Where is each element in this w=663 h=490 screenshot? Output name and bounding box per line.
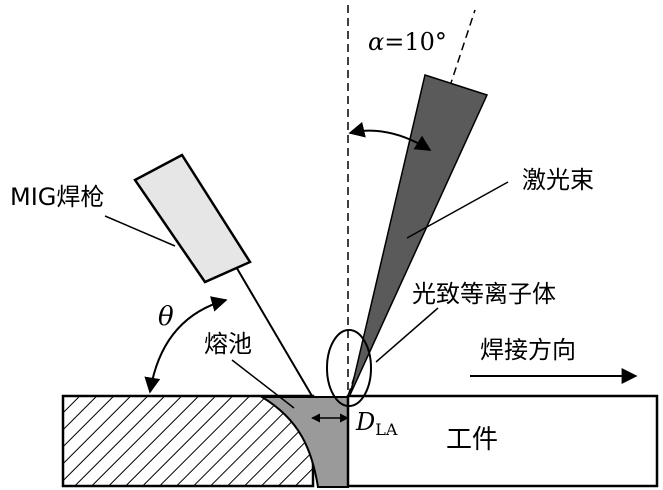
workpiece-right-block (346, 394, 659, 488)
mig-torch-label: MIG焊枪 (10, 183, 104, 211)
laser-beam-label: 激光束 (522, 166, 594, 194)
weld-pool-leader (231, 359, 295, 409)
welding-direction-label: 焊接方向 (480, 336, 576, 364)
theta-label: θ (158, 302, 174, 332)
dla-label: DLA (355, 408, 398, 439)
laser-beam (349, 74, 489, 396)
plasma-leader (375, 307, 439, 363)
alpha-label: α=10° (368, 28, 447, 56)
weld-pool-label: 熔池 (204, 330, 252, 358)
alpha-angle-arc (348, 121, 432, 151)
theta-angle-arc (144, 296, 228, 394)
workpiece-label: 工件 (446, 425, 498, 455)
laser-leader (406, 181, 509, 239)
workpiece-left-hatched (61, 394, 315, 488)
mig-torch-leader (104, 215, 176, 247)
mig-torch-body (133, 153, 252, 284)
mig-wire (234, 264, 313, 397)
plasma-ellipse (326, 329, 372, 407)
plasma-label: 光致等离子体 (412, 280, 556, 308)
